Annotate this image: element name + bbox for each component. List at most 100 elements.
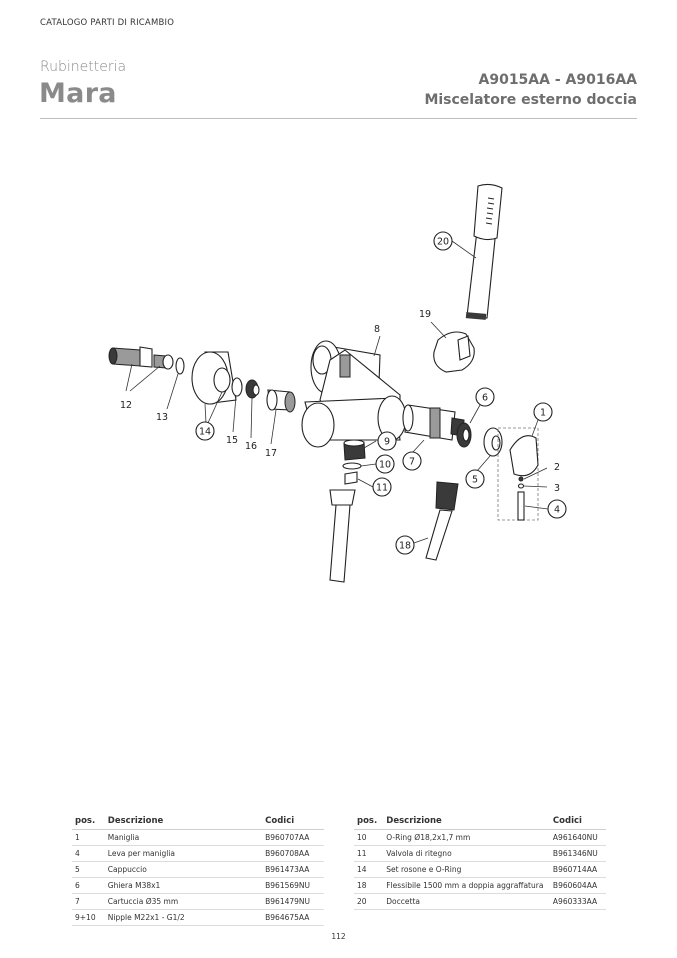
callout-1: 1 [540, 408, 546, 419]
cell-pos: 6 [72, 877, 105, 894]
page-number: 112 [331, 932, 346, 941]
callout-16: 16 [245, 441, 257, 452]
callouts: 20 19 8 12 13 14 15 16 17 9 10 11 7 6 5 … [120, 231, 567, 555]
cell-code: A960333AA [549, 893, 606, 910]
callout-18: 18 [399, 541, 411, 552]
cell-pos: 4 [72, 845, 105, 862]
catalog-label: CATALOGO PARTI DI RICAMBIO [40, 18, 175, 28]
cell-code: B960708AA [262, 845, 324, 862]
cell-code: B961473AA [262, 861, 324, 878]
cell-description: Flessibile 1500 mm a doppia aggraffatura [383, 877, 550, 894]
part-cap [483, 427, 503, 457]
cell-code: B964675AA [262, 909, 324, 926]
callout-leaders [125, 240, 549, 544]
callout-15: 15 [226, 435, 238, 446]
table-header-row: pos. Descrizione Codici [354, 814, 606, 830]
cell-description: Nipple M22x1 - G1/2 [104, 909, 263, 926]
callout-5: 5 [472, 475, 478, 486]
part-eccentric-fittings [108, 346, 174, 370]
part-check-valve [344, 471, 358, 485]
callout-10: 10 [379, 460, 391, 471]
cell-description: Doccetta [383, 893, 550, 910]
cell-pos: 14 [354, 861, 384, 878]
cell-code: B961479NU [262, 893, 324, 910]
callout-14: 14 [199, 427, 211, 438]
cell-description: O-Ring Ø18,2x1,7 mm [383, 829, 550, 846]
part-hand-shower [465, 183, 503, 320]
cell-pos: 7 [72, 893, 105, 910]
callout-12: 12 [120, 400, 132, 411]
callout-3: 3 [554, 483, 560, 494]
part-nut-16 [245, 379, 260, 399]
cell-description: Valvola di ritegno [383, 845, 550, 862]
cell-pos: 18 [354, 877, 384, 894]
cell-description: Cappuccio [104, 861, 263, 878]
callout-19: 19 [419, 309, 431, 320]
callout-13: 13 [156, 412, 168, 423]
part-cartridge [402, 404, 465, 441]
cell-code: A961640NU [549, 829, 606, 846]
cell-pos: 9+10 [72, 909, 105, 926]
header-codes: Codici [262, 814, 324, 830]
series-name: Rubinetteria [40, 59, 127, 75]
cell-pos: 5 [72, 861, 105, 878]
cell-code: B960707AA [262, 829, 324, 846]
callout-8: 8 [374, 324, 380, 335]
cell-description: Ghiera M38x1 [104, 877, 263, 894]
product-title: Miscelatore esterno doccia [424, 92, 637, 108]
part-handle-group [497, 427, 539, 521]
header-divider [40, 118, 637, 119]
cell-description: Leva per maniglia [104, 845, 263, 862]
part-flexible-hose [329, 481, 459, 583]
cell-code: B960714AA [549, 861, 606, 878]
cell-code: B960604AA [549, 877, 606, 894]
callout-4: 4 [554, 505, 560, 516]
model-name: Mara [39, 78, 117, 109]
part-o-ring-10 [342, 462, 362, 470]
header-description: Descrizione [383, 814, 550, 830]
callout-7: 7 [409, 457, 415, 468]
cell-code: B961569NU [262, 877, 324, 894]
cell-pos: 1 [72, 829, 105, 846]
cell-description: Set rosone e O-Ring [383, 861, 550, 878]
callout-6: 6 [482, 393, 488, 404]
cell-pos: 20 [354, 893, 384, 910]
callout-9: 9 [384, 437, 390, 448]
part-nipple [343, 439, 366, 461]
cell-pos: 11 [354, 845, 384, 862]
callout-17: 17 [265, 448, 277, 459]
product-codes: A9015AA - A9016AA [478, 72, 638, 88]
exploded-view-diagram: 20 19 8 12 13 14 15 16 17 9 10 11 7 6 5 … [108, 183, 567, 583]
table-header-row: pos. Descrizione Codici [72, 814, 324, 830]
part-wall-holder [433, 331, 475, 373]
cell-description: Cartuccia Ø35 mm [104, 893, 263, 910]
cell-code: B961346NU [549, 845, 606, 862]
part-rosette [191, 351, 237, 405]
header-pos: pos. [354, 814, 384, 830]
callout-11: 11 [376, 483, 388, 494]
part-connector-17 [266, 389, 296, 413]
header-pos: pos. [72, 814, 105, 830]
header-codes: Codici [549, 814, 606, 830]
part-mixer-body [301, 340, 407, 448]
part-ring-nut [456, 422, 472, 448]
header-description: Descrizione [104, 814, 263, 830]
callout-20: 20 [437, 237, 449, 248]
cell-description: Maniglia [104, 829, 263, 846]
part-o-ring-13 [175, 357, 185, 375]
part-o-ring-15 [231, 377, 243, 397]
callout-2: 2 [554, 462, 560, 473]
